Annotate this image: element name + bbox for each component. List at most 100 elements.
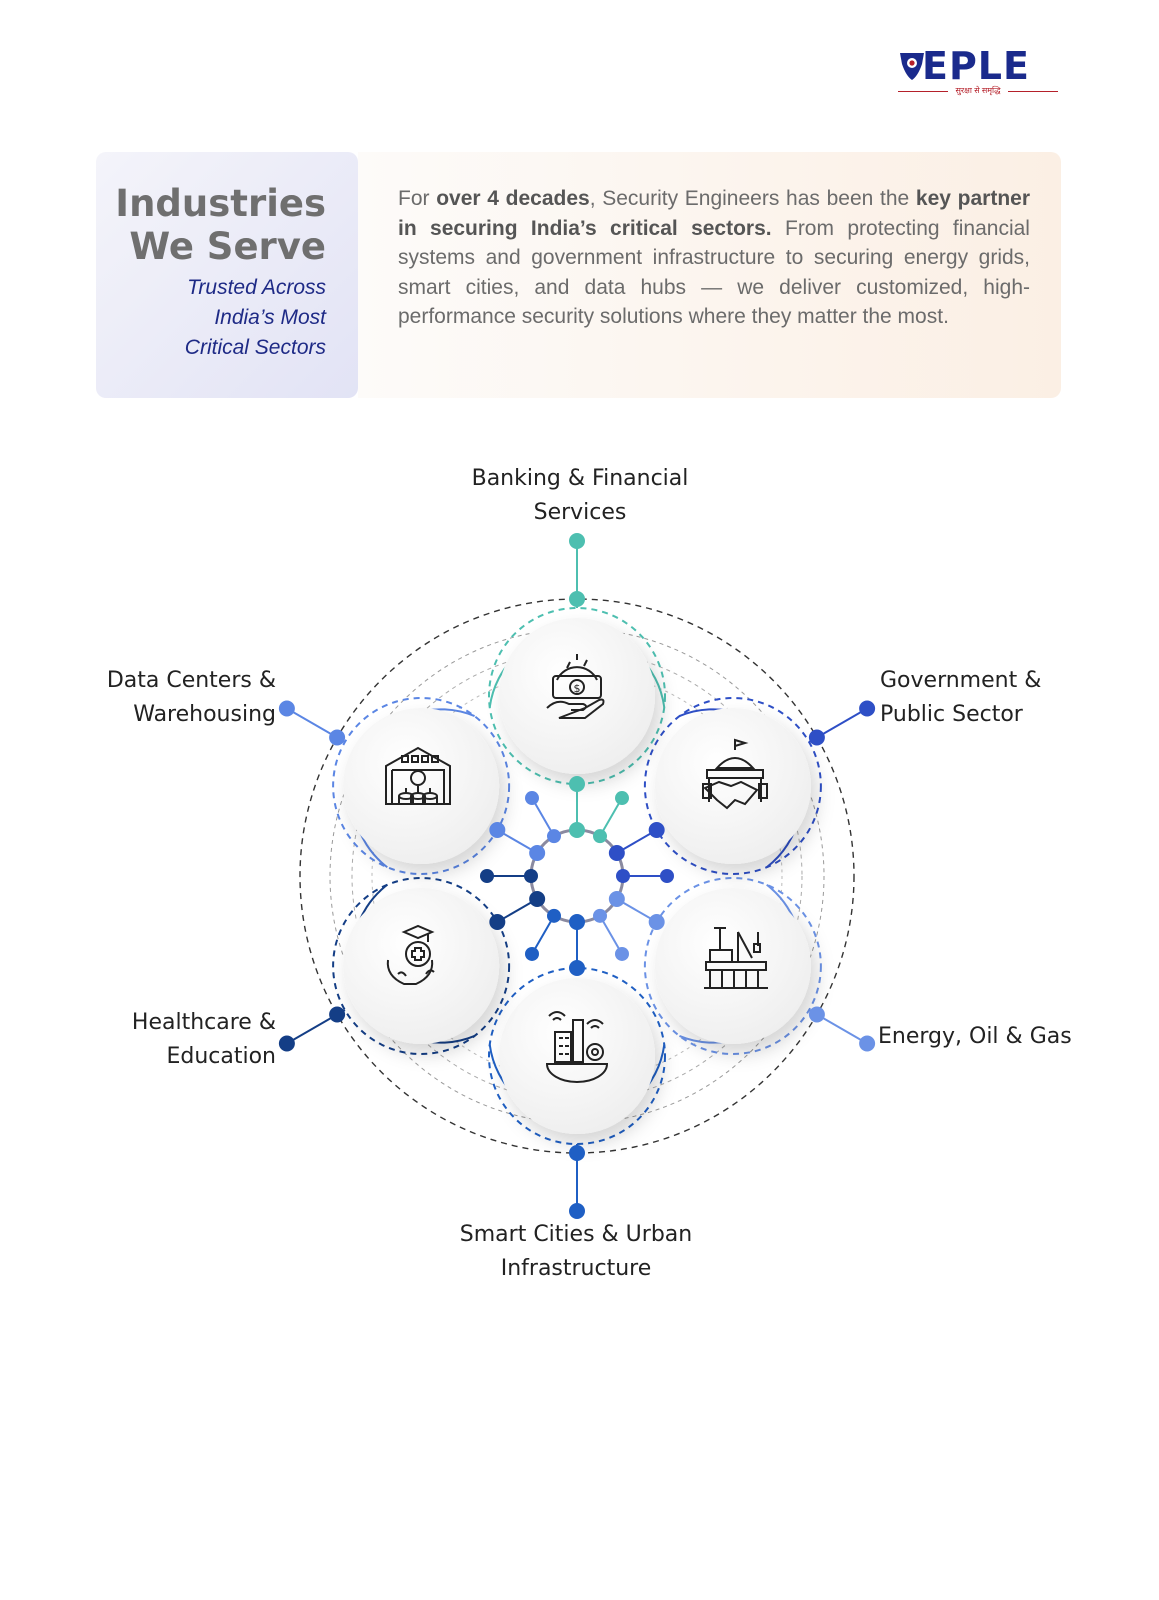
- label-smart-cities-line2: Infrastructure: [500, 1256, 652, 1281]
- hub-dot-healthcare: [529, 891, 546, 907]
- dot-group: [278, 533, 876, 1219]
- dashed-ring-data-centers: [332, 697, 511, 875]
- label-healthcare-line2: Education: [166, 1044, 276, 1069]
- brand-tagline: सुरक्षा से समृद्धि: [898, 86, 1058, 96]
- innermost-ring: [371, 670, 783, 1082]
- branch-smart-cities: [531, 915, 555, 955]
- intro-bold-2: key partner in securing India’s critical…: [398, 187, 1030, 240]
- label-banking-line1: Banking & Financial: [471, 466, 689, 491]
- branch-dot-smart-cities: [547, 908, 561, 923]
- inner-dot-energy: [648, 914, 665, 930]
- branch-data-centers: [531, 797, 555, 837]
- brand-name: EPLE: [922, 44, 1030, 88]
- shield-logo-icon: [900, 53, 924, 80]
- inner-dot-banking: [569, 776, 585, 792]
- label-data-centers-line1: Data Centers &: [106, 668, 276, 693]
- hub-dot-banking: [569, 822, 585, 838]
- disc-banking: [499, 618, 655, 774]
- disc-energy: [654, 888, 811, 1044]
- branch-end-dot-banking: [615, 791, 629, 806]
- title-line-1: Industries: [115, 182, 326, 225]
- sectors-diagram-svg: $: [278, 533, 876, 1219]
- city-skyline-decoration: [0, 1290, 1159, 1600]
- tip-dot-healthcare: [278, 1035, 295, 1052]
- label-healthcare-line1: Healthcare &: [131, 1010, 276, 1035]
- dashed-ring-government: [643, 697, 822, 875]
- smart-city-icon: [545, 1011, 609, 1083]
- disc-data-centers: [343, 708, 500, 864]
- dashed-ring-smart-cities: [488, 967, 666, 1145]
- warehouse-data-icon: [385, 746, 451, 805]
- tip-dot-energy: [859, 1035, 876, 1052]
- subtitle-line-2: India’s Most: [214, 306, 326, 329]
- tip-dot-smart-cities: [569, 1203, 585, 1219]
- label-smart-cities-line1: Smart Cities & Urban: [459, 1222, 693, 1247]
- subtitle-line-3: Critical Sectors: [184, 336, 326, 359]
- tip-dot-data-centers: [278, 700, 295, 717]
- disc-smart-cities: [499, 978, 655, 1134]
- branch-dot-data-centers: [547, 829, 561, 844]
- dashed-ring-healthcare: [332, 877, 511, 1055]
- label-energy: Energy, Oil & Gas: [878, 1020, 1138, 1054]
- oil-rig-icon: [704, 927, 768, 989]
- label-banking: Banking & Financial Services: [420, 462, 740, 530]
- label-healthcare: Healthcare & Education: [40, 1006, 276, 1074]
- inner-dot-smart-cities: [569, 960, 585, 976]
- hub-circle: [529, 828, 625, 924]
- branch-dot-healthcare: [524, 869, 538, 883]
- branch-end-dot-data-centers: [525, 791, 539, 806]
- svg-text:$: $: [574, 682, 581, 695]
- branch-energy: [599, 915, 623, 955]
- intro-heading-card: Industries We Serve Trusted Across India…: [96, 152, 358, 398]
- intro-text-2: , Security Engineers has been the: [589, 187, 916, 210]
- inner-dot-data-centers: [489, 822, 506, 838]
- label-data-centers-line2: Warehousing: [133, 702, 276, 727]
- branch-dot-energy: [593, 908, 607, 923]
- label-government: Government & Public Sector: [880, 664, 1120, 732]
- label-government-line2: Public Sector: [880, 702, 1023, 727]
- tip-dot-banking: [569, 533, 585, 549]
- disc-group: [343, 618, 811, 1134]
- ring-dot-banking: [569, 591, 585, 607]
- government-handshake-icon: [702, 738, 768, 810]
- brand-logo: EPLE सुरक्षा से समृद्धि: [898, 44, 1063, 96]
- intro-text-3: From protecting financial systems and go…: [398, 216, 1030, 329]
- intro-text-1: For: [398, 187, 437, 210]
- skyline-silhouette: [0, 1290, 1159, 1600]
- ring-dot-data-centers: [329, 729, 346, 746]
- page-subtitle: Trusted Across India’s Most Critical Sec…: [96, 273, 326, 363]
- dashed-ring-energy: [643, 877, 822, 1055]
- sectors-diagram: $: [0, 440, 1159, 1300]
- ring-dot-smart-cities: [569, 1145, 585, 1161]
- label-data-centers: Data Centers & Warehousing: [40, 664, 276, 732]
- ring-dot-government: [808, 729, 825, 746]
- label-banking-line2: Services: [533, 500, 627, 525]
- branch-end-dot-smart-cities: [525, 946, 539, 961]
- branch-dot-government: [616, 869, 630, 883]
- branch-end-dot-government: [660, 869, 674, 883]
- page-title: Industries We Serve: [96, 182, 326, 268]
- branch-banking: [599, 797, 623, 837]
- label-smart-cities: Smart Cities & Urban Infrastructure: [420, 1218, 732, 1286]
- intro-description-card: For over 4 decades, Security Engineers h…: [358, 152, 1061, 398]
- ring-dot-healthcare: [329, 1006, 346, 1023]
- intro-panel: Industries We Serve Trusted Across India…: [96, 152, 1061, 398]
- title-line-2: We Serve: [129, 225, 326, 268]
- hub-dot-smart-cities: [569, 914, 585, 930]
- tip-dot-government: [859, 700, 876, 717]
- branch-end-dot-energy: [615, 946, 629, 961]
- branch-dot-banking: [593, 829, 607, 844]
- inner-dot-government: [648, 822, 665, 838]
- hub-dot-energy: [608, 891, 625, 907]
- money-hand-gear-icon: $: [546, 654, 605, 719]
- subtitle-line-1: Trusted Across: [187, 276, 326, 299]
- label-energy-line1: Energy, Oil & Gas: [878, 1024, 1072, 1049]
- intro-bold-1: over 4 decades: [436, 187, 590, 210]
- hub-dot-government: [608, 845, 625, 861]
- branch-end-dot-healthcare: [480, 869, 494, 883]
- intro-paragraph: For over 4 decades, Security Engineers h…: [398, 184, 1030, 332]
- label-government-line1: Government &: [880, 668, 1042, 693]
- ring-dot-energy: [808, 1006, 825, 1023]
- hub-dot-data-centers: [529, 845, 546, 861]
- healthcare-education-icon: [386, 924, 435, 985]
